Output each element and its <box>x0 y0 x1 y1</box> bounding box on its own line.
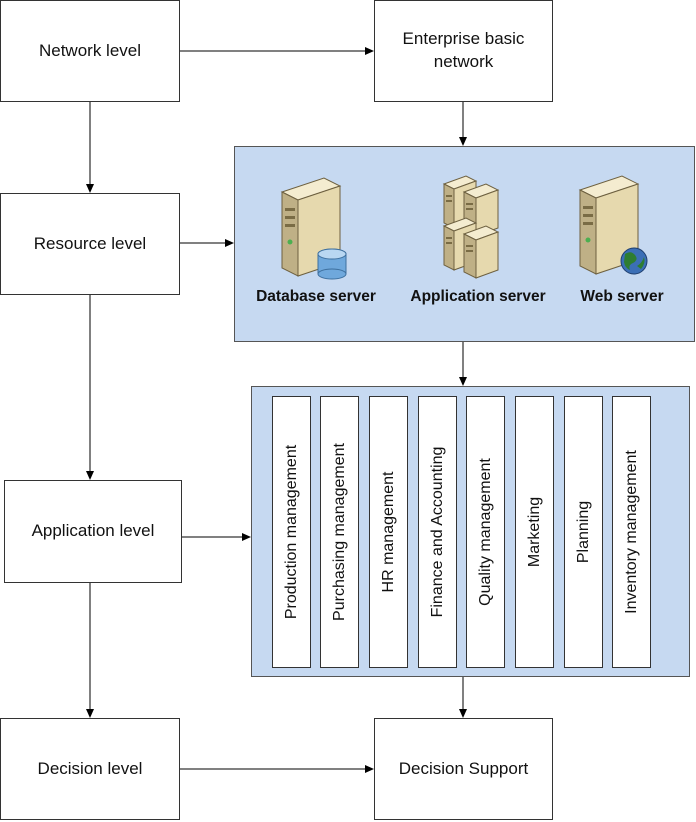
module-finance-label: Finance and Accounting <box>428 446 446 618</box>
decision-level-box: Decision level <box>0 718 180 820</box>
module-purchasing-label: Purchasing management <box>330 443 348 621</box>
resource-level-box: Resource level <box>0 193 180 295</box>
module-planning-label: Planning <box>574 500 592 564</box>
module-marketing-label: Marketing <box>525 496 543 568</box>
module-quality: Quality management <box>466 396 505 668</box>
enterprise-network-label: Enterprise basic network <box>402 29 525 71</box>
decision-support-label: Decision Support <box>398 758 529 778</box>
web-server-label: Web server <box>580 288 664 305</box>
enterprise-network-box: Enterprise basic network <box>374 0 553 102</box>
application-level-label: Application level <box>31 521 155 541</box>
module-marketing: Marketing <box>515 396 554 668</box>
module-production: Production management <box>272 396 311 668</box>
database-server-icon <box>280 177 347 280</box>
application-server-icon <box>442 175 500 279</box>
decision-level-label: Decision level <box>37 758 143 778</box>
module-hr-label: HR management <box>379 471 397 593</box>
resource-level-label: Resource level <box>33 233 147 253</box>
module-purchasing: Purchasing management <box>320 396 359 668</box>
web-server-icon <box>578 175 648 275</box>
module-inventory: Inventory management <box>612 396 651 668</box>
module-quality-label: Quality management <box>476 458 494 606</box>
database-server-label: Database server <box>256 288 376 305</box>
decision-support-box: Decision Support <box>374 718 553 820</box>
network-level-box: Network level <box>0 0 180 102</box>
module-hr: HR management <box>369 396 408 668</box>
module-finance: Finance and Accounting <box>418 396 457 668</box>
network-level-label: Network level <box>38 40 142 60</box>
application-level-box: Application level <box>4 480 182 583</box>
module-planning: Planning <box>564 396 603 668</box>
module-inventory-label: Inventory management <box>622 450 640 614</box>
module-production-label: Production management <box>282 444 300 620</box>
application-server-label: Application server <box>410 288 546 305</box>
